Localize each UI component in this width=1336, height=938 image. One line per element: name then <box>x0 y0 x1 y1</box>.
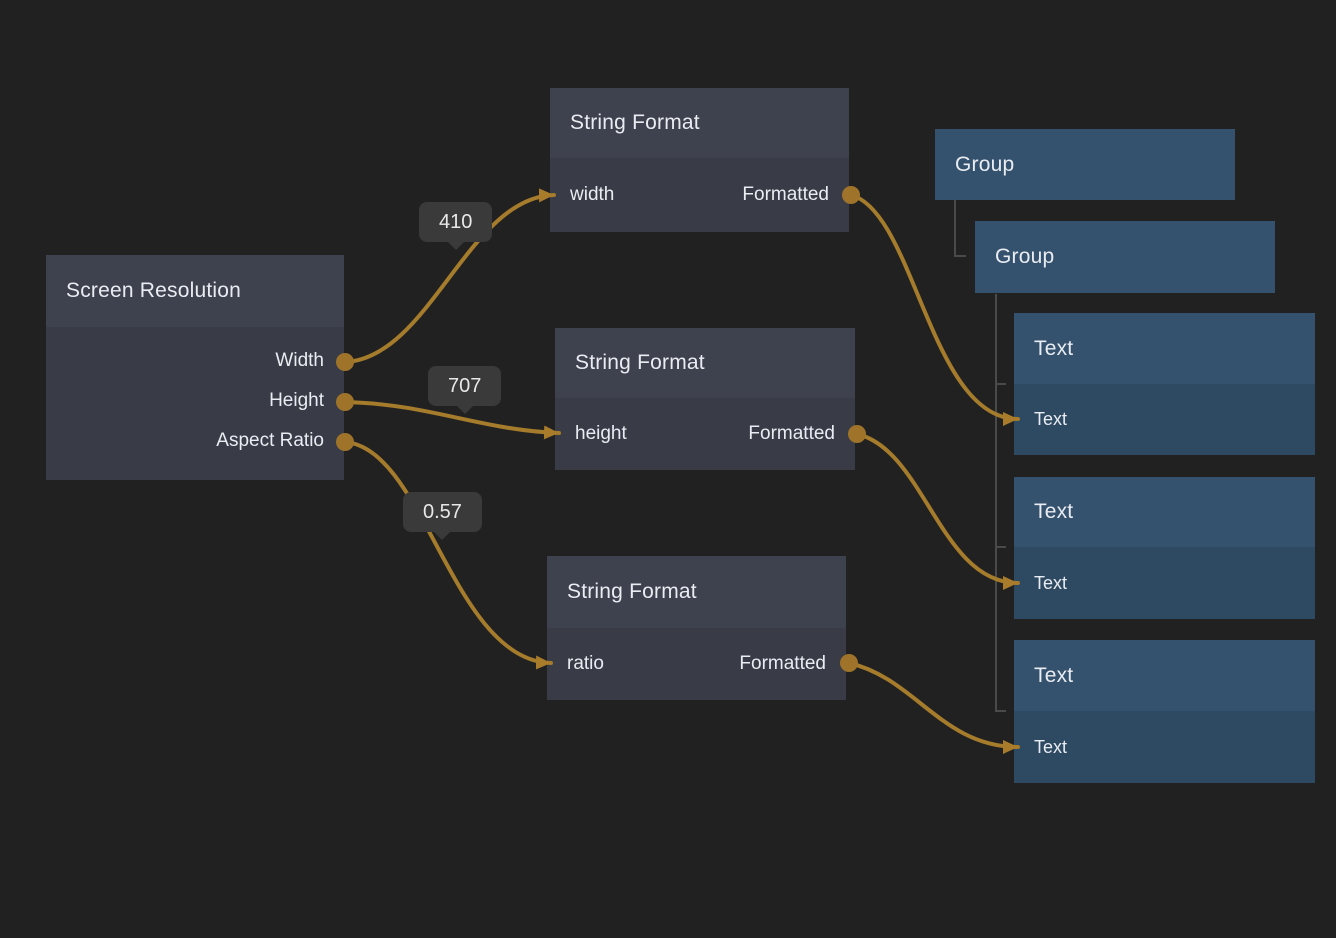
node-body: Text <box>1014 711 1315 783</box>
output-label-height: Height <box>269 390 324 411</box>
output-label-formatted: Formatted <box>748 423 835 444</box>
value-badge-label: 0.57 <box>423 501 462 523</box>
node-header: Text <box>1014 477 1315 547</box>
value-badge-label: 410 <box>439 211 473 233</box>
wire-aspect-ratio-to-string-format[interactable] <box>343 440 553 670</box>
output-label-width: Width <box>275 350 324 371</box>
output-port-height[interactable] <box>336 393 354 411</box>
value-badge-aspect-ratio: 0.57 <box>403 492 482 540</box>
wire-formatted-to-text3[interactable] <box>847 661 1020 754</box>
input-label-text: Text <box>1034 736 1068 757</box>
node-body: width Formatted <box>550 158 849 232</box>
node-title: String Format <box>575 351 705 374</box>
output-label-formatted: Formatted <box>739 653 826 674</box>
output-label-aspect-ratio: Aspect Ratio <box>216 430 324 451</box>
node-screen-resolution[interactable]: Screen Resolution Width Height Aspect Ra… <box>46 255 344 480</box>
output-port-aspect-ratio[interactable] <box>336 433 354 451</box>
node-header: String Format <box>550 88 849 158</box>
input-label-width: width <box>570 184 615 205</box>
node-header: Group <box>975 221 1275 293</box>
wire-formatted-to-text1[interactable] <box>849 193 1020 426</box>
node-title: Screen Resolution <box>66 279 241 302</box>
node-body: height Formatted <box>555 398 855 470</box>
node-body: Text <box>1014 547 1315 619</box>
output-port-width[interactable] <box>336 353 354 371</box>
node-string-format-height[interactable]: String Format height Formatted <box>555 328 855 470</box>
node-title: String Format <box>570 111 700 134</box>
tree-connector-group-outer <box>954 200 966 257</box>
wire-formatted-to-text2[interactable] <box>855 432 1020 590</box>
node-text-ratio[interactable]: Text Text <box>1014 640 1315 783</box>
node-header: String Format <box>547 556 846 628</box>
node-title: Text <box>1034 663 1074 687</box>
node-body: ratio Formatted <box>547 628 846 700</box>
value-badge-label: 707 <box>448 375 482 397</box>
node-group-outer[interactable]: Group <box>935 129 1235 200</box>
node-group-inner[interactable]: Group <box>975 221 1275 293</box>
node-header: Text <box>1014 640 1315 711</box>
node-title: String Format <box>567 580 697 603</box>
node-title: Group <box>995 245 1055 268</box>
node-string-format-ratio[interactable]: String Format ratio Formatted <box>547 556 846 700</box>
node-body: Text <box>1014 384 1315 455</box>
input-label-text: Text <box>1034 409 1068 429</box>
node-header: Text <box>1014 313 1315 384</box>
node-header: Group <box>935 129 1235 200</box>
output-label-formatted: Formatted <box>742 184 829 205</box>
output-port-formatted-height[interactable] <box>848 425 866 443</box>
input-label-ratio: ratio <box>567 653 604 674</box>
wire-height-to-string-format[interactable] <box>343 400 561 440</box>
node-title: Group <box>955 152 1015 176</box>
value-badge-width: 410 <box>419 202 493 250</box>
tree-connector-group-inner <box>995 294 1006 712</box>
node-text-width[interactable]: Text Text <box>1014 313 1315 455</box>
value-badge-height: 707 <box>428 366 502 414</box>
output-port-formatted-width[interactable] <box>842 186 860 204</box>
node-header: String Format <box>555 328 855 398</box>
wire-width-to-string-format[interactable] <box>343 188 556 364</box>
node-string-format-width[interactable]: String Format width Formatted <box>550 88 849 232</box>
node-text-height[interactable]: Text Text <box>1014 477 1315 619</box>
node-body: Width Height Aspect Ratio <box>46 327 344 480</box>
node-header: Screen Resolution <box>46 255 344 327</box>
output-port-formatted-ratio[interactable] <box>840 654 858 672</box>
input-label-height: height <box>575 423 627 444</box>
node-title: Text <box>1034 500 1074 523</box>
input-label-text: Text <box>1034 572 1068 593</box>
node-title: Text <box>1034 336 1074 360</box>
